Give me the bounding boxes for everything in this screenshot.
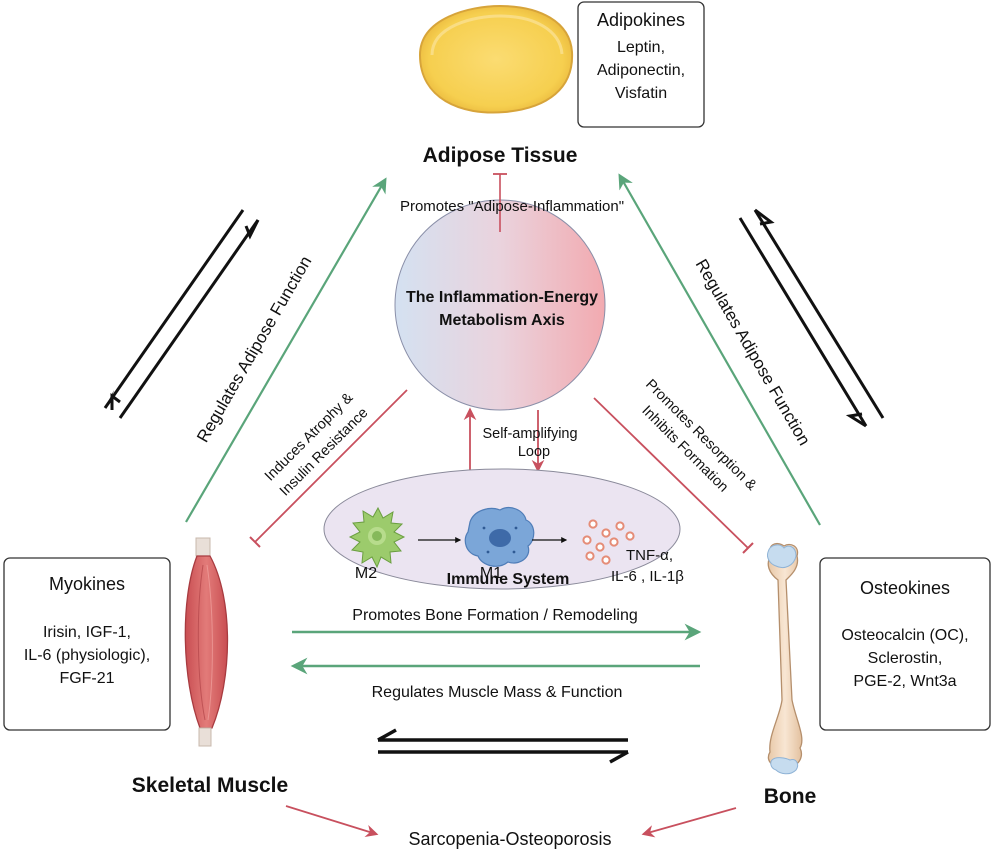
osteokines-box-line: Sclerostin, [868, 650, 943, 667]
axis-title-line2: Metabolism Axis [439, 312, 565, 329]
adipokines-box-title: Adipokines [597, 10, 685, 30]
muscle-to-adipose-green-arrow [185, 177, 387, 523]
myokines-box-line: IL-6 (physiologic), [24, 647, 150, 664]
axis-to-muscle-inhibit-line [249, 389, 408, 548]
bone-adipose-double-arrow [738, 208, 885, 428]
axis-to-bone-inhibit-line [593, 397, 754, 554]
adipokines-box-line: Visfatin [615, 85, 667, 102]
adipokines-box-line: Leptin, [617, 39, 665, 56]
sarcopenia-osteoporosis-label: Sarcopenia-Osteoporosis [408, 829, 611, 849]
muscle-mass-label: Regulates Muscle Mass & Function [372, 684, 623, 701]
bone-formation-label: Promotes Bone Formation / Remodeling [352, 607, 637, 624]
loop-label-line1: Self-amplifying [482, 426, 577, 442]
regulates-adipose-left-label: Regulates Adipose Function [193, 253, 315, 446]
bone-title: Bone [764, 785, 817, 808]
bone-to-outcome-red-arrow [641, 807, 737, 838]
immune-system-title: Immune System [447, 571, 570, 588]
cytokines-line1: TNF-α, [626, 547, 673, 564]
m2-label: M2 [355, 565, 377, 582]
m1-label: M1 [480, 565, 502, 582]
cytokine-particles-illustration [582, 519, 635, 565]
adipose-cell-illustration [418, 4, 574, 114]
regulates-adipose-right-label: Regulates Adipose Function [692, 256, 814, 449]
osteokines-box-line: PGE-2, Wnt3a [853, 673, 956, 690]
adipokines-box: Adipokines Leptin, Adiponectin, Visfatin [577, 1, 705, 128]
osteokines-box: Osteokines Osteocalcin (OC), Sclerostin,… [819, 557, 991, 731]
loop-label-line2: Loop [518, 444, 550, 460]
adipose-tissue-title: Adipose Tissue [423, 144, 578, 167]
osteokines-box-line: Osteocalcin (OC), [841, 627, 968, 644]
skeletal-muscle-title: Skeletal Muscle [132, 774, 288, 797]
adipokines-box-line: Adiponectin, [597, 62, 685, 79]
myokines-box-title: Myokines [49, 574, 125, 594]
osteokines-box-title: Osteokines [860, 578, 950, 598]
m2-macrophage-illustration [348, 506, 406, 569]
muscle-to-outcome-red-arrow [285, 805, 379, 838]
cytokines-line2: IL-6 , IL-1β [611, 568, 684, 585]
myokines-box-line: FGF-21 [59, 670, 114, 687]
bone-illustration [767, 542, 803, 775]
muscle-adipose-double-arrow [103, 209, 260, 419]
axis-to-adipose-inhibit-line [493, 173, 507, 232]
m1-macrophage-illustration [464, 507, 535, 567]
skeletal-muscle-illustration [184, 537, 229, 747]
promotes-adipose-inflammation-label: Promotes "Adipose-Inflammation" [400, 198, 624, 215]
myokines-box-line: Irisin, IGF-1, [43, 624, 131, 641]
myokines-box: Myokines Irisin, IGF-1, IL-6 (physiologi… [3, 557, 171, 731]
axis-title-line1: The Inflammation-Energy [406, 289, 598, 306]
bone-to-adipose-green-arrow [618, 173, 821, 526]
muscle-bone-double-arrow [377, 728, 629, 764]
